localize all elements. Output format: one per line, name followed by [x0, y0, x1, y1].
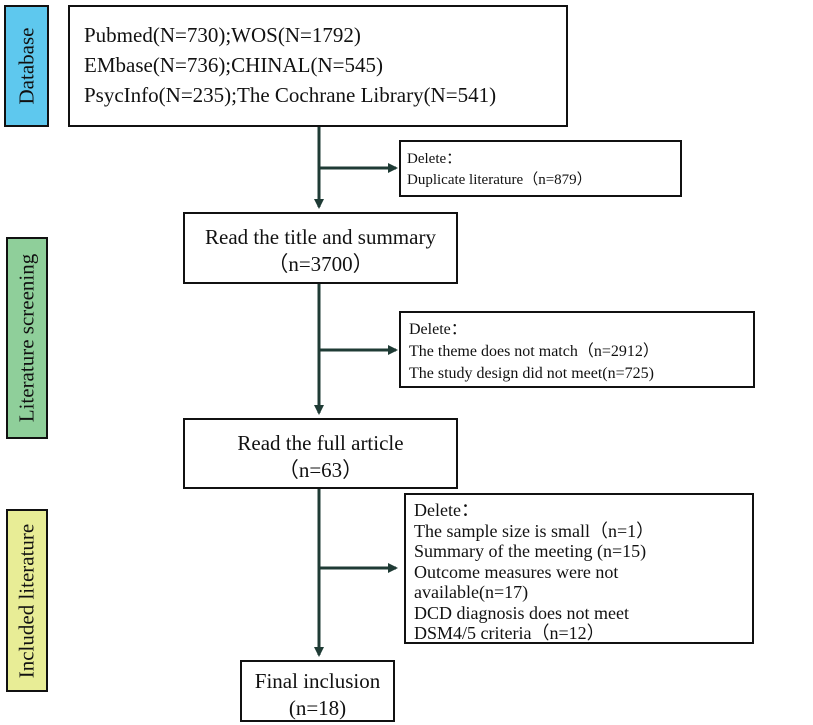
- exclusion-2-line-3: The study design did not meet(n=725): [409, 365, 654, 382]
- title-summary-box: Read the title and summary （n=3700）: [183, 212, 458, 284]
- exclusion-3-line-2: The sample size is small（n=1）: [414, 520, 655, 541]
- stage-included-literature: Included literature: [6, 509, 48, 692]
- exclusion-box-1: Delete： Duplicate literature（n=879）: [399, 140, 682, 197]
- exclusion-3-line-6: DCD diagnosis does not meet: [414, 602, 629, 623]
- exclusion-3-line-5: available(n=17): [414, 582, 529, 602]
- database-line-3: PsycInfo(N=235);The Cochrane Library(N=5…: [84, 83, 497, 107]
- exclusion-3-line-4: Outcome measures were not: [414, 561, 619, 582]
- database-line-2: EMbase(N=736);CHINAL(N=545): [84, 53, 383, 77]
- full-article-line-2: （n=63）: [277, 458, 364, 482]
- database-box: Pubmed(N=730);WOS(N=1792) EMbase(N=736);…: [68, 5, 568, 127]
- exclusion-1-line-2: Duplicate literature（n=879）: [407, 172, 592, 188]
- exclusion-box-2: Delete： The theme does not match（n=2912）…: [399, 311, 755, 388]
- final-inclusion-line-2: (n=18): [288, 696, 347, 720]
- exclusion-3-line-7: DSM4/5 criteria（n=12）: [414, 623, 605, 643]
- final-inclusion-box: Final inclusion (n=18): [240, 660, 395, 722]
- exclusion-2-line-1: Delete：: [409, 321, 467, 338]
- stage-database: Database: [4, 5, 49, 127]
- exclusion-box-3: Delete： The sample size is small（n=1） Su…: [404, 493, 754, 644]
- full-article-line-1: Read the full article: [237, 431, 404, 455]
- title-summary-line-2: （n=3700）: [267, 252, 374, 276]
- exclusion-2-line-2: The theme does not match（n=2912）: [409, 343, 659, 360]
- database-line-1: Pubmed(N=730);WOS(N=1792): [84, 23, 361, 47]
- exclusion-3-line-3: Summary of the meeting (n=15): [414, 541, 647, 561]
- final-inclusion-line-1: Final inclusion: [254, 669, 381, 693]
- full-article-box: Read the full article （n=63）: [183, 418, 458, 489]
- exclusion-3-line-1: Delete：: [414, 500, 479, 520]
- stage-literature-screening: Literature screening: [6, 237, 48, 439]
- title-summary-line-1: Read the title and summary: [205, 225, 436, 249]
- exclusion-1-line-1: Delete：: [407, 151, 462, 167]
